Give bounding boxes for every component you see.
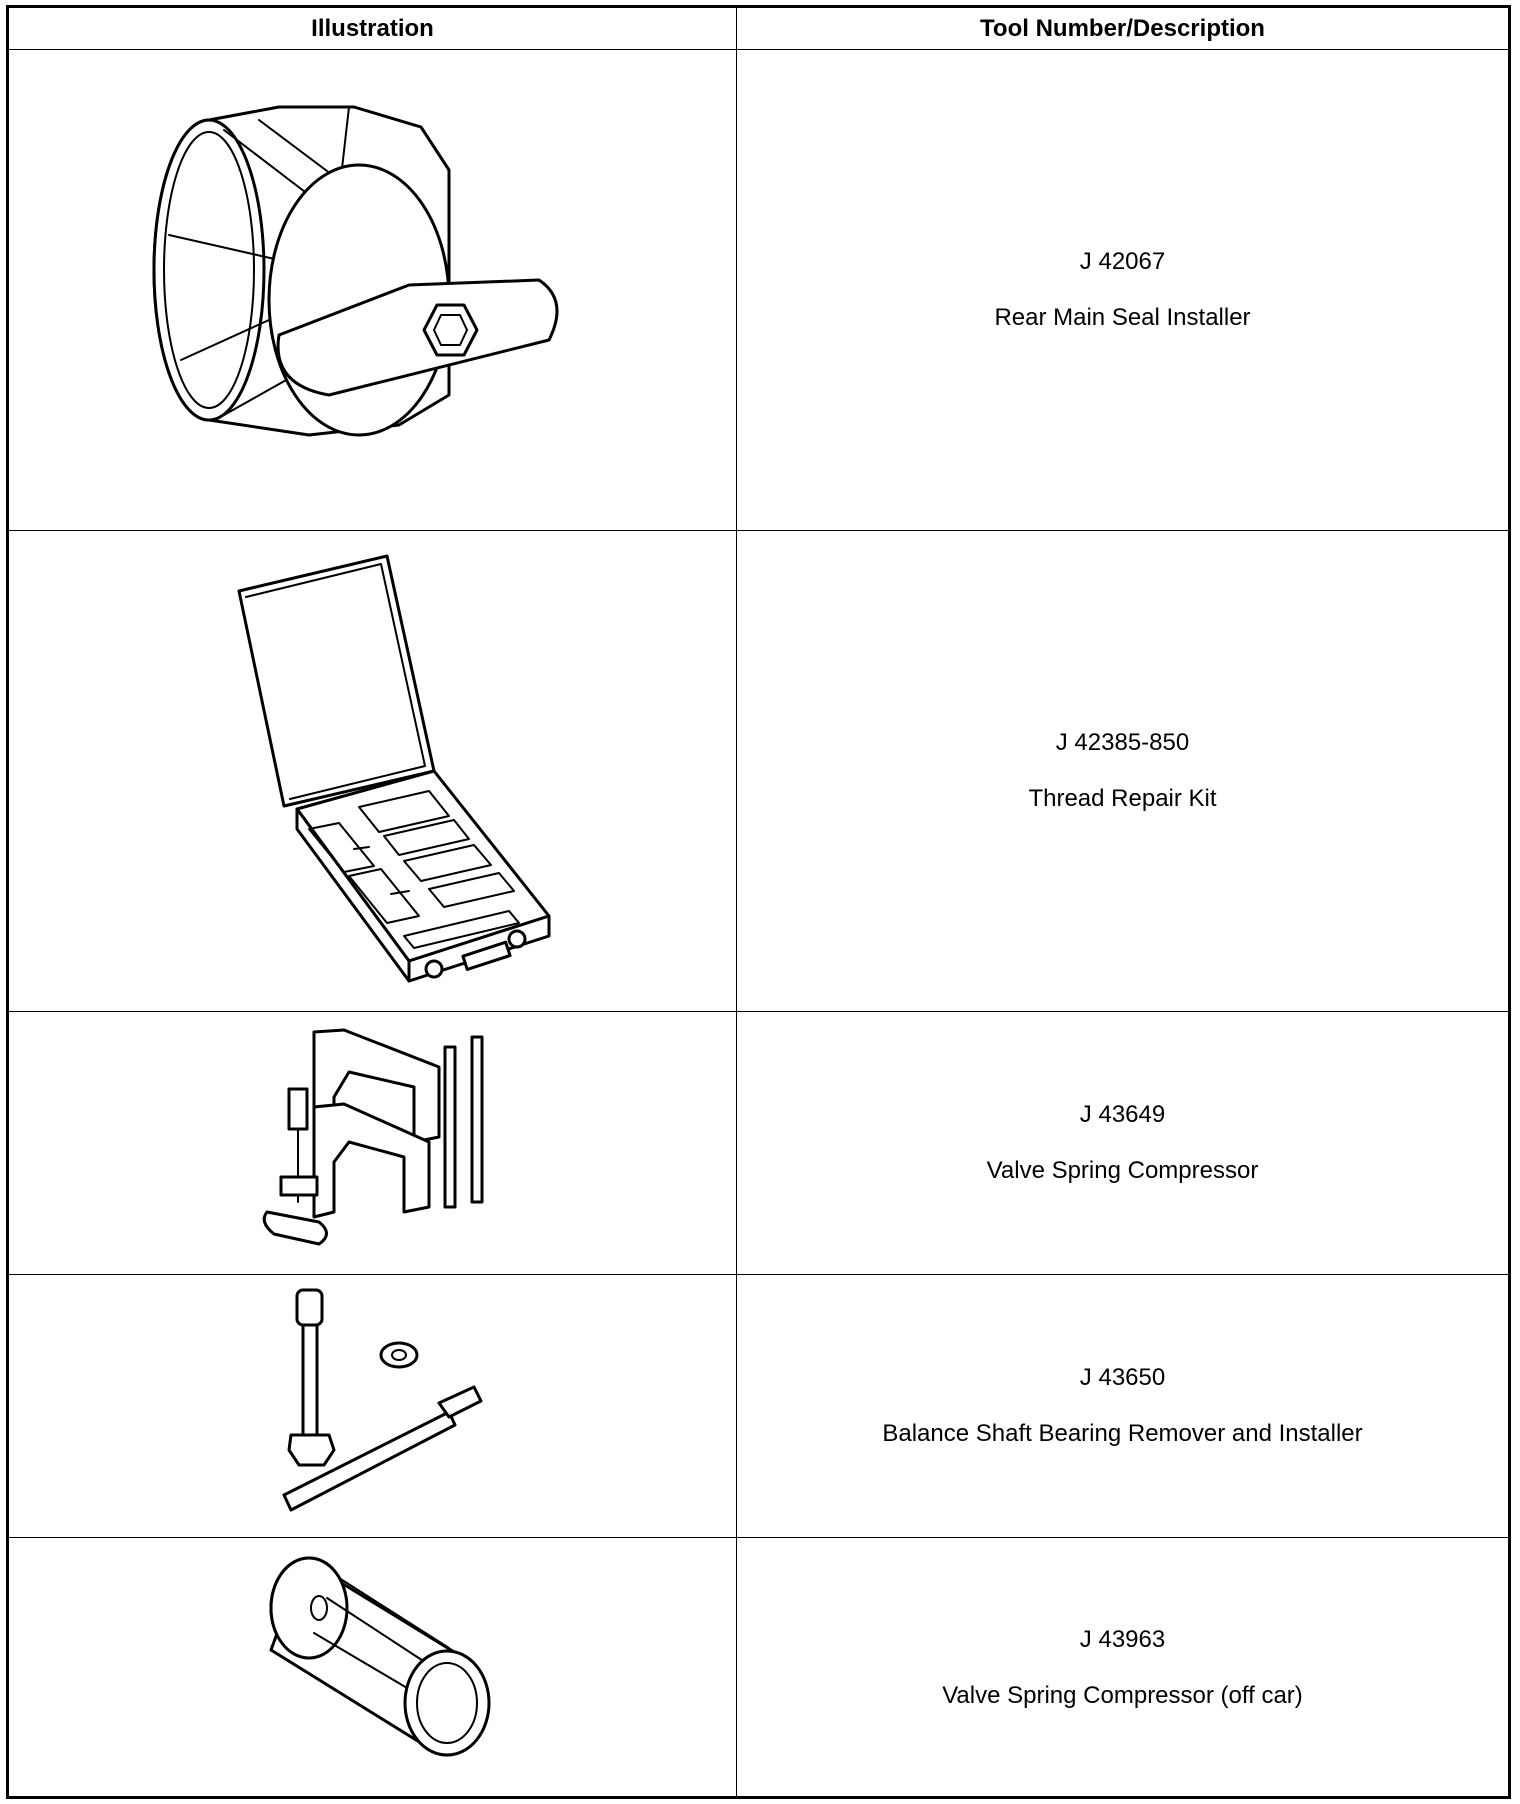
table-row: J 43963 Valve Spring Compressor (off car…	[9, 1538, 1508, 1797]
illustration-cell	[9, 50, 737, 530]
tool-number: J 42067	[1079, 248, 1166, 275]
tool-description: Valve Spring Compressor (off car)	[942, 1681, 1303, 1709]
table-header-row: Illustration Tool Number/Description	[9, 8, 1508, 50]
illustration-cell	[9, 1538, 737, 1797]
rear-main-seal-installer-illustration	[9, 50, 736, 530]
illustration-cell	[9, 1012, 737, 1274]
tool-description-cell: J 42385-850 Thread Repair Kit	[737, 531, 1508, 1011]
table-row: J 42067 Rear Main Seal Installer	[9, 50, 1508, 531]
tool-description: Valve Spring Compressor	[986, 1157, 1259, 1184]
balance-shaft-bearing-tool-illustration	[9, 1275, 736, 1537]
table-row: J 43649 Valve Spring Compressor	[9, 1012, 1508, 1275]
tool-description: Thread Repair Kit	[1028, 785, 1217, 812]
table-row: J 43650 Balance Shaft Bearing Remover an…	[9, 1275, 1508, 1538]
tool-number: J 43649	[1079, 1101, 1166, 1128]
tool-header: Tool Number/Description	[980, 14, 1265, 42]
valve-spring-compressor-off-car-illustration	[9, 1538, 736, 1796]
tool-description: Rear Main Seal Installer	[994, 304, 1251, 331]
valve-spring-compressor-illustration	[9, 1012, 736, 1274]
thread-repair-kit-illustration	[9, 531, 736, 1011]
tool-number: J 42385-850	[1055, 729, 1190, 756]
special-tools-table: Illustration Tool Number/Description	[6, 5, 1511, 1799]
tool-number: J 43963	[1079, 1625, 1166, 1653]
illustration-cell	[9, 1275, 737, 1537]
tool-description-cell: J 43649 Valve Spring Compressor	[737, 1012, 1508, 1274]
tool-number: J 43650	[1079, 1364, 1166, 1391]
illustration-cell	[9, 531, 737, 1011]
tool-slot-rows	[309, 791, 519, 948]
tool-description-cell: J 43650 Balance Shaft Bearing Remover an…	[737, 1275, 1508, 1537]
table-row: J 42385-850 Thread Repair Kit	[9, 531, 1508, 1012]
tool-description-cell: J 43963 Valve Spring Compressor (off car…	[737, 1538, 1508, 1797]
tool-description-cell: J 42067 Rear Main Seal Installer	[737, 50, 1508, 530]
tool-description: Balance Shaft Bearing Remover and Instal…	[882, 1420, 1363, 1447]
illustration-header: Illustration	[9, 8, 737, 49]
